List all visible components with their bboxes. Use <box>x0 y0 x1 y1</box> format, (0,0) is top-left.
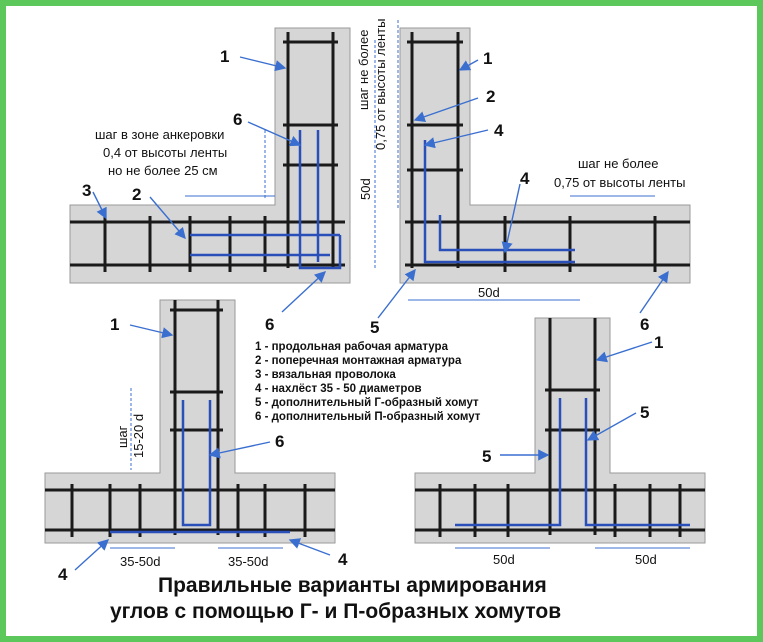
callout-6: 6 <box>275 432 284 451</box>
legend-item-1: 1 - продольная рабочая арматура <box>255 341 449 353</box>
t-junction-right: 50d 50d <box>414 317 706 567</box>
callout-1: 1 <box>483 49 492 68</box>
callout-arrows <box>74 56 669 571</box>
dim-35-50d-label: 35-50d <box>120 554 160 569</box>
legend: 1 - продольная рабочая арматура 2 - попе… <box>255 341 481 423</box>
dim-step-label-1: шаг <box>115 425 130 448</box>
callout-2: 2 <box>132 185 141 204</box>
number-labels: 1 6 3 2 6 1 2 4 4 5 6 1 6 4 4 1 5 5 <box>58 47 663 584</box>
dim-50d-label: 50d <box>478 285 500 300</box>
callout-4: 4 <box>494 121 504 140</box>
callout-6: 6 <box>265 315 274 334</box>
dim-35-50d-label: 35-50d <box>228 554 268 569</box>
title-line-1: Правильные варианты армирования <box>158 574 547 597</box>
g-stirrup <box>455 398 562 527</box>
callout-6: 6 <box>640 315 649 334</box>
callout-4: 4 <box>520 169 530 188</box>
concrete-body <box>69 27 351 284</box>
callout-4: 4 <box>338 550 348 569</box>
corner-top-left: 50d <box>69 27 376 284</box>
dim-step-label-2: 15-20 d <box>131 414 146 458</box>
step-max-line-1: шаг не более <box>356 30 371 110</box>
p-stirrup <box>181 400 212 527</box>
callout-3: 3 <box>82 181 91 200</box>
g-stirrup <box>423 140 575 264</box>
legend-item-3: 3 - вязальная проволока <box>255 369 396 381</box>
legend-item-5: 5 - дополнительный Г-образный хомут <box>255 397 479 409</box>
anchor-zone-line-3: но не более 25 см <box>108 163 218 178</box>
callout-1: 1 <box>654 333 663 352</box>
legend-item-4: 4 - нахлёст 35 - 50 диаметров <box>255 383 422 395</box>
g-stirrup <box>438 215 575 252</box>
callout-5: 5 <box>370 318 379 337</box>
step-max-line-2: 0,75 от высоты ленты <box>373 19 388 150</box>
title-line-2: углов с помощью Г- и П-образных хомутов <box>110 600 561 623</box>
p-stirrup <box>190 130 342 270</box>
g-stirrup <box>584 398 690 527</box>
step-max-line-2: 0,75 от высоты ленты <box>554 175 685 190</box>
dim-50d-label: 50d <box>358 178 373 200</box>
p-stirrup <box>190 130 330 262</box>
dim-50d-label: 50d <box>493 552 515 567</box>
annotation-text: шаг в зоне анкеровки 0,4 от высоты ленты… <box>95 19 685 190</box>
corner-top-right: 50d <box>397 20 691 301</box>
callout-4: 4 <box>58 565 68 584</box>
legend-item-2: 2 - поперечная монтажная арматура <box>255 355 462 367</box>
callout-1: 1 <box>220 47 229 66</box>
concrete-body <box>44 299 336 544</box>
dim-50d-label: 50d <box>635 552 657 567</box>
callout-2: 2 <box>486 87 495 106</box>
legend-item-6: 6 - дополнительный П-образный хомут <box>255 411 481 423</box>
step-max-line-1: шаг не более <box>578 156 658 171</box>
anchor-zone-line-2: 0,4 от высоты ленты <box>103 145 227 160</box>
callout-1: 1 <box>110 315 119 334</box>
callout-5: 5 <box>640 403 649 422</box>
anchor-zone-line-1: шаг в зоне анкеровки <box>95 127 224 142</box>
callout-6: 6 <box>233 110 242 129</box>
callout-5: 5 <box>482 447 491 466</box>
t-junction-left: шаг 15-20 d 35-50d 35-50d <box>44 299 336 569</box>
concrete-body <box>399 27 691 284</box>
